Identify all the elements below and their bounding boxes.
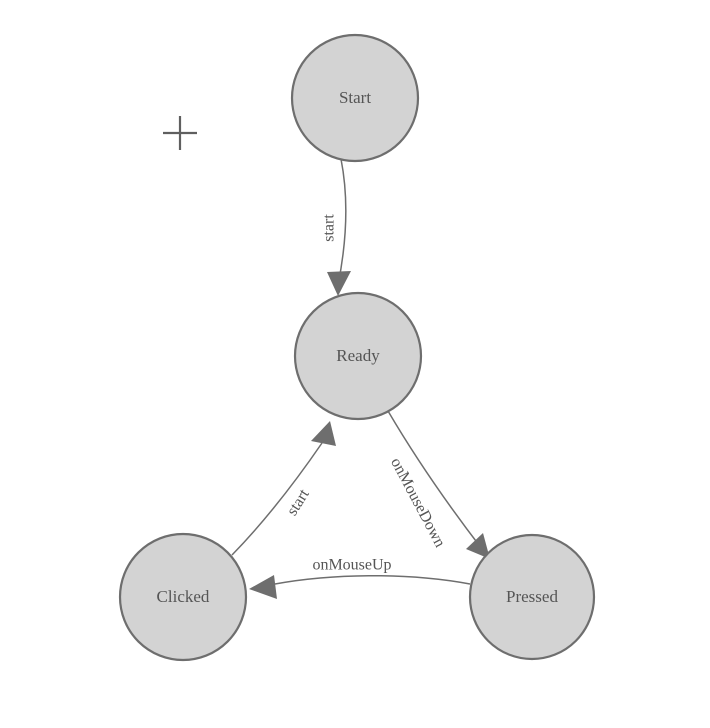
- node-pressed[interactable]: Pressed: [468, 533, 596, 661]
- node-start-label: Start: [339, 88, 371, 107]
- node-clicked-label: Clicked: [157, 587, 210, 606]
- edge-clicked-to-ready[interactable]: start: [231, 421, 336, 556]
- edge-start-to-ready-arrowhead: [327, 271, 351, 296]
- edge-pressed-to-clicked-path[interactable]: [274, 574, 471, 585]
- node-pressed-circle[interactable]: [468, 533, 596, 661]
- node-start-circle[interactable]: [290, 33, 420, 163]
- node-ready-circle[interactable]: [293, 291, 423, 421]
- crosshair-plus-icon: [163, 116, 197, 150]
- edge-ready-to-pressed-path[interactable]: [387, 410, 483, 550]
- edge-label-pressed-to-clicked: onMouseUp: [312, 557, 391, 574]
- node-ready-label: Ready: [336, 346, 380, 365]
- edge-ready-to-pressed[interactable]: onMouseDown: [387, 410, 490, 559]
- edge-label-ready-to-pressed: onMouseDown: [387, 455, 448, 550]
- node-clicked[interactable]: Clicked: [118, 532, 248, 662]
- edge-clicked-to-ready-arrowhead: [311, 421, 336, 446]
- node-clicked-circle[interactable]: [118, 532, 248, 662]
- edge-pressed-to-clicked[interactable]: onMouseUp: [249, 557, 471, 599]
- edge-label-start-to-ready: start: [321, 214, 338, 242]
- edge-ready-to-pressed-arrowhead: [466, 533, 490, 559]
- edge-pressed-to-clicked-arrowhead: [249, 575, 277, 599]
- node-start[interactable]: Start: [290, 33, 420, 163]
- node-pressed-label: Pressed: [506, 587, 558, 606]
- edge-start-to-ready-path[interactable]: [337, 158, 347, 286]
- edge-clicked-to-ready-path[interactable]: [231, 442, 323, 556]
- edge-start-to-ready[interactable]: start: [321, 158, 351, 296]
- node-ready[interactable]: Ready: [293, 291, 423, 421]
